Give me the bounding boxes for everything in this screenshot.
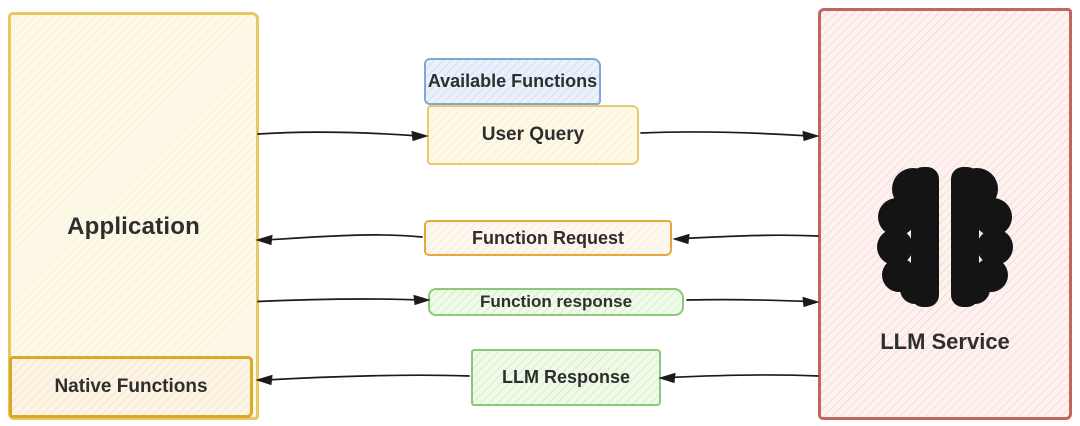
arrow-function-request-to-application: [255, 234, 423, 246]
arrow-llm-response-to-application: [255, 374, 470, 386]
available-functions-label: Available Functions: [427, 71, 598, 91]
arrow-application-to-user-query: [257, 130, 429, 142]
llm-service-title: LLM Service: [880, 329, 1010, 354]
function-request-label: Function Request: [472, 227, 624, 248]
arrow-application-to-function-response: [257, 294, 431, 306]
arrow-llm-service-to-llm-response: [658, 372, 819, 384]
user-query-label: User Query: [481, 124, 585, 145]
llm-response-label: LLM Response: [501, 367, 630, 387]
application-box: Application: [8, 12, 259, 420]
application-title: Application: [67, 213, 200, 240]
llm-response-box: LLM Response: [471, 349, 661, 406]
user-query-box: User Query: [427, 105, 639, 165]
function-response-box: Function response: [428, 288, 684, 316]
arrow-function-response-to-llm-service: [686, 296, 820, 308]
native-functions-box: Native Functions: [9, 356, 253, 418]
available-functions-box: Available Functions: [424, 58, 601, 105]
arrow-user-query-to-llm-service: [640, 130, 820, 142]
arrow-llm-service-to-function-request: [672, 233, 819, 245]
llm-service-box: LLM Service: [818, 8, 1072, 420]
brain-icon: [877, 167, 1013, 307]
native-functions-label: Native Functions: [54, 376, 208, 397]
function-response-label: Function response: [479, 292, 633, 311]
function-request-box: Function Request: [424, 220, 672, 256]
